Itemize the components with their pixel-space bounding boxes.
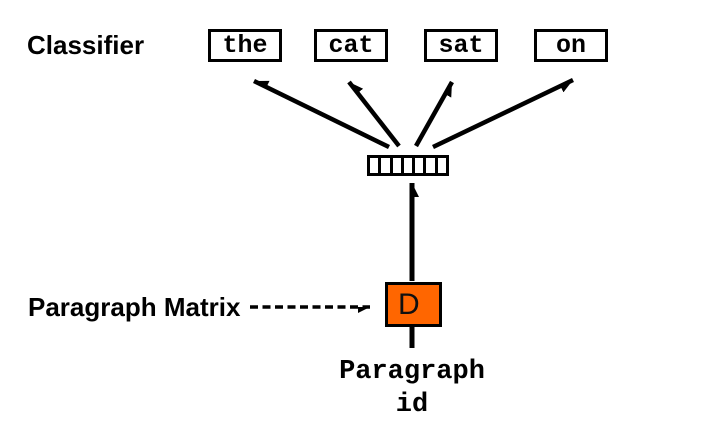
word-box-on: on xyxy=(534,29,608,62)
vector-cell xyxy=(381,158,390,173)
word-box-cat: cat xyxy=(314,29,388,62)
vector-cell xyxy=(370,158,379,173)
vector-cell xyxy=(392,158,401,173)
vector-cell xyxy=(426,158,435,173)
d-box-label: D xyxy=(398,287,420,321)
vector-cell xyxy=(403,158,413,173)
arrow-to-sat xyxy=(414,80,454,148)
paragraph-id-label: Paragraph id xyxy=(339,357,485,420)
word-label-cat: cat xyxy=(328,31,374,60)
arrow-to-cat xyxy=(347,80,401,148)
word-box-the: the xyxy=(208,29,282,62)
d-box: D xyxy=(385,282,442,327)
arrow-to-on xyxy=(432,77,574,150)
word-label-on: on xyxy=(555,31,586,60)
arrow-to-the xyxy=(253,78,390,150)
vector-cell xyxy=(437,158,447,173)
word-label-sat: sat xyxy=(438,31,484,60)
hidden-vector xyxy=(367,155,450,176)
word-box-sat: sat xyxy=(424,29,498,62)
paragraph-matrix-label: Paragraph Matrix xyxy=(28,292,241,322)
vector-cell xyxy=(415,158,424,173)
word-label-the: the xyxy=(222,31,268,60)
classifier-label: Classifier xyxy=(27,30,145,60)
